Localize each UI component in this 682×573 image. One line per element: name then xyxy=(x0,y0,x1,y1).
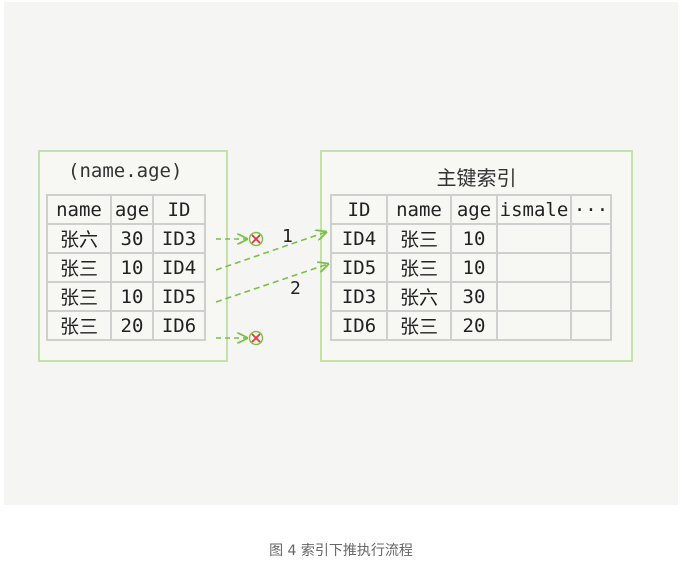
table-cell: ID5 xyxy=(330,252,388,283)
table-cell: 10 xyxy=(110,281,154,312)
lookup-arrow-1 xyxy=(215,232,326,271)
table-cell: 10 xyxy=(450,252,498,283)
column-header: age xyxy=(450,194,498,225)
table-cell xyxy=(496,281,572,312)
table-cell: 10 xyxy=(450,223,498,254)
column-header: name xyxy=(386,194,452,225)
table-cell: 张三 xyxy=(46,252,112,283)
table-cell xyxy=(570,252,612,283)
table-cell: 张三 xyxy=(46,281,112,312)
table-cell: 张三 xyxy=(386,223,452,254)
table-row: 张三 10 ID5 xyxy=(46,281,206,312)
table-cell xyxy=(496,252,572,283)
table-cell: ID3 xyxy=(330,281,388,312)
step-label-2: 2 xyxy=(290,278,301,299)
table-cell: 30 xyxy=(110,223,154,254)
table-header-row: ID name age ismale ··· xyxy=(330,194,612,225)
table-cell: ID3 xyxy=(152,223,206,254)
table-row: 张六 30 ID3 xyxy=(46,223,206,254)
table-row: 张三 20 ID6 xyxy=(46,310,206,341)
table-cell: 30 xyxy=(450,281,498,312)
table-cell xyxy=(570,281,612,312)
secondary-index-box: (name.age) name age ID 张六 30 ID3 张三 10 I… xyxy=(38,150,228,362)
table-row: 张三 10 ID4 xyxy=(46,252,206,283)
table-cell: 张六 xyxy=(386,281,452,312)
table-row: ID6 张三 20 xyxy=(330,310,612,341)
table-cell xyxy=(496,223,572,254)
table-cell: 张三 xyxy=(46,310,112,341)
primary-index-box: 主键索引 ID name age ismale ··· ID4 张三 10 ID… xyxy=(320,150,633,362)
table-cell: 张六 xyxy=(46,223,112,254)
column-header: name xyxy=(46,194,112,225)
figure-caption: 图 4 索引下推执行流程 xyxy=(269,543,413,559)
arrows-overlay: 1 2 xyxy=(215,226,678,346)
table-cell xyxy=(570,223,612,254)
primary-index-table: ID name age ismale ··· ID4 张三 10 ID5 张三 … xyxy=(330,194,612,341)
table-cell: ID4 xyxy=(152,252,206,283)
table-cell: 10 xyxy=(110,252,154,283)
table-cell: 20 xyxy=(110,310,154,341)
column-header: age xyxy=(110,194,154,225)
diagram-canvas: (name.age) name age ID 张六 30 ID3 张三 10 I… xyxy=(4,2,678,505)
primary-index-title: 主键索引 xyxy=(436,166,517,190)
table-row: ID3 张六 30 xyxy=(330,281,612,312)
column-header: ID xyxy=(330,194,388,225)
table-row: ID5 张三 10 xyxy=(330,252,612,283)
secondary-index-table: name age ID 张六 30 ID3 张三 10 ID4 张三 10 ID… xyxy=(46,194,206,341)
table-cell xyxy=(496,310,572,341)
column-header: ismale xyxy=(496,194,572,225)
table-cell: ID5 xyxy=(152,281,206,312)
lookup-arrow-2 xyxy=(215,264,328,303)
table-cell: 20 xyxy=(450,310,498,341)
table-row: ID4 张三 10 xyxy=(330,223,612,254)
table-cell: 张三 xyxy=(386,252,452,283)
table-cell: ID6 xyxy=(152,310,206,341)
secondary-index-title: (name.age) xyxy=(68,160,183,182)
table-cell: 张三 xyxy=(386,310,452,341)
table-cell: ID6 xyxy=(330,310,388,341)
column-header: ID xyxy=(152,194,206,225)
column-header: ··· xyxy=(570,194,612,225)
table-cell xyxy=(570,310,612,341)
reject-icon xyxy=(248,330,264,346)
table-cell: ID4 xyxy=(330,223,388,254)
table-header-row: name age ID xyxy=(46,194,206,225)
step-label-1: 1 xyxy=(282,226,293,247)
reject-icon xyxy=(248,231,264,247)
